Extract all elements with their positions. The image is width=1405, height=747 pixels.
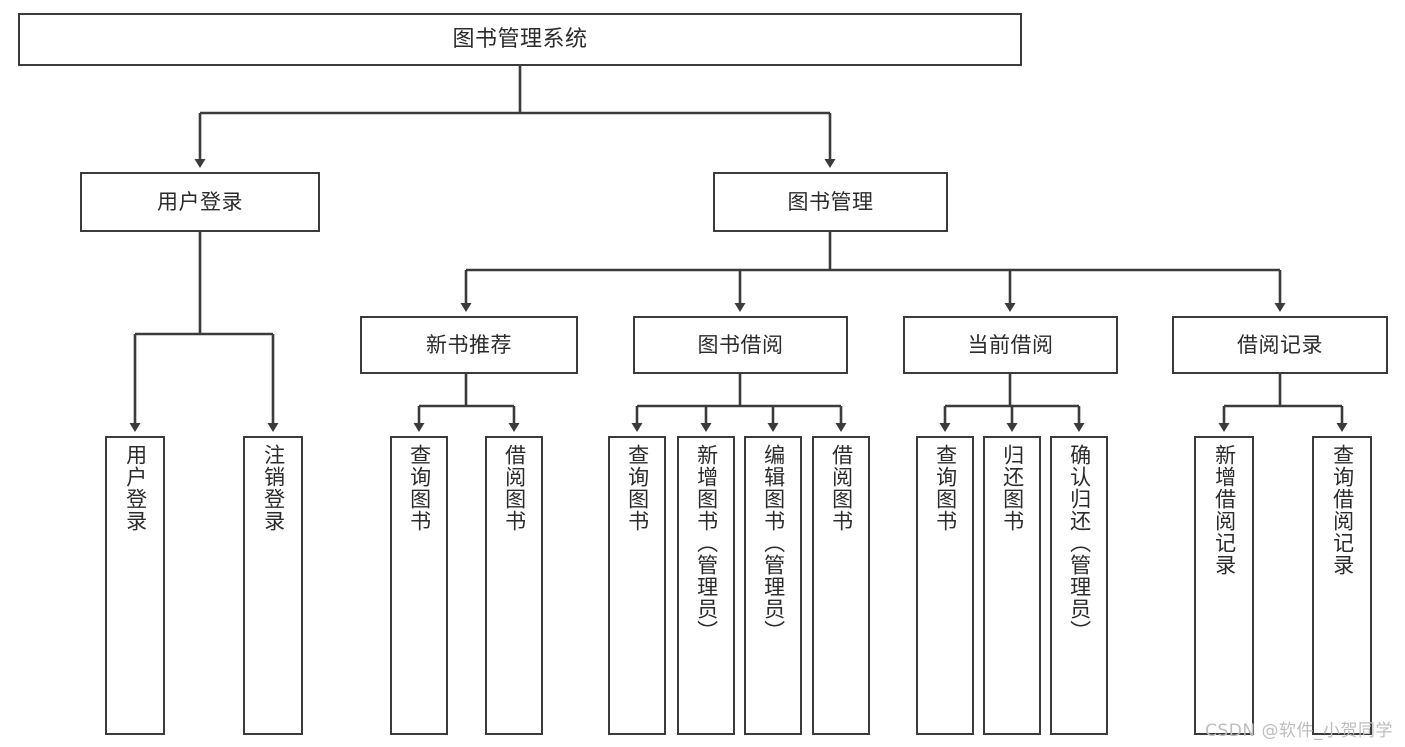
node-leaf-borrow-book-2[interactable]: 借阅图书 xyxy=(812,436,870,735)
node-label: 借阅记录 xyxy=(1237,332,1323,357)
node-label: 确认归还（管理员） xyxy=(1067,444,1092,642)
node-user-login[interactable]: 用户登录 xyxy=(80,172,320,232)
node-label: 图书借阅 xyxy=(697,332,784,357)
node-leaf-edit-book-admin[interactable]: 编辑图书（管理员） xyxy=(744,436,802,735)
node-book-manage[interactable]: 图书管理 xyxy=(713,172,948,232)
watermark-text: CSDN @软件_小贺同学 xyxy=(1205,721,1393,741)
node-label: 新增借阅记录 xyxy=(1212,444,1237,576)
node-label: 用户登录 xyxy=(123,444,148,532)
node-label: 查询图书 xyxy=(625,444,650,532)
node-label: 图书管理 xyxy=(787,189,874,214)
node-label: 查询借阅记录 xyxy=(1330,444,1355,576)
node-label: 归还图书 xyxy=(1000,444,1025,532)
node-leaf-confirm-return-admin[interactable]: 确认归还（管理员） xyxy=(1050,436,1108,735)
node-label: 当前借阅 xyxy=(967,332,1054,357)
node-label: 新书推荐 xyxy=(426,332,512,357)
node-label: 注销登录 xyxy=(261,444,286,532)
node-label: 用户登录 xyxy=(157,189,243,214)
node-label: 图书管理系统 xyxy=(452,26,588,52)
node-leaf-query-borrow-record[interactable]: 查询借阅记录 xyxy=(1312,436,1372,735)
node-book-borrow[interactable]: 图书借阅 xyxy=(633,316,848,374)
node-root-system[interactable]: 图书管理系统 xyxy=(18,13,1022,66)
node-label: 借阅图书 xyxy=(502,444,527,532)
node-new-book-recommend[interactable]: 新书推荐 xyxy=(360,316,578,374)
node-current-borrow[interactable]: 当前借阅 xyxy=(903,316,1118,374)
node-borrow-record[interactable]: 借阅记录 xyxy=(1172,316,1388,374)
node-leaf-borrow-book-1[interactable]: 借阅图书 xyxy=(485,436,543,735)
node-label: 查询图书 xyxy=(407,444,432,532)
node-label: 查询图书 xyxy=(933,444,958,532)
node-leaf-add-borrow-record[interactable]: 新增借阅记录 xyxy=(1194,436,1254,735)
node-label: 编辑图书（管理员） xyxy=(761,444,786,642)
node-leaf-return-book[interactable]: 归还图书 xyxy=(983,436,1041,735)
node-leaf-add-book-admin[interactable]: 新增图书（管理员） xyxy=(677,436,735,735)
node-leaf-query-book-1[interactable]: 查询图书 xyxy=(390,436,448,735)
node-leaf-query-book-3[interactable]: 查询图书 xyxy=(916,436,974,735)
node-label: 新增图书（管理员） xyxy=(694,444,719,642)
node-label: 借阅图书 xyxy=(829,444,854,532)
node-leaf-logout-login[interactable]: 注销登录 xyxy=(243,436,303,735)
node-leaf-user-login[interactable]: 用户登录 xyxy=(105,436,165,735)
node-leaf-query-book-2[interactable]: 查询图书 xyxy=(608,436,666,735)
